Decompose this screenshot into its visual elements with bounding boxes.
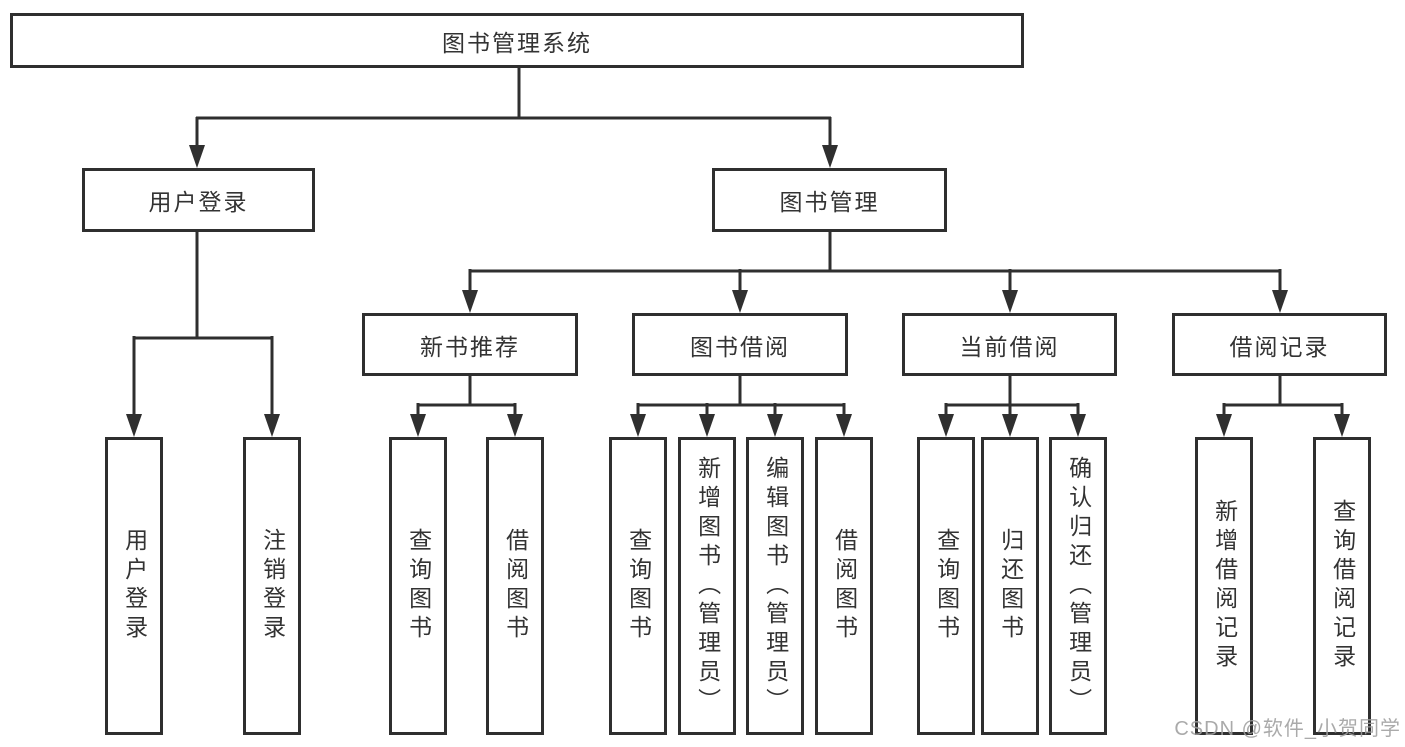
arrowhead-icon xyxy=(507,414,523,437)
arrowhead-icon xyxy=(630,414,646,437)
arrowhead-icon xyxy=(462,290,478,313)
arrowhead-icon xyxy=(938,414,954,437)
arrowhead-icon xyxy=(1216,414,1232,437)
connector-borrowing-records-to-leaves xyxy=(1216,374,1350,437)
leaf-borrow-books-recommend: 借阅图书 xyxy=(486,437,544,735)
node-current-borrowing: 当前借阅 xyxy=(902,313,1117,376)
connector-new-book-recommend-to-leaves xyxy=(410,374,523,437)
arrowhead-icon xyxy=(1002,290,1018,313)
leaf-borrow-books: 借阅图书 xyxy=(815,437,873,735)
arrowhead-icon xyxy=(189,145,205,168)
leaf-query-books-recommend: 查询图书 xyxy=(389,437,447,735)
leaf-confirm-return-admin: 确认归还（管理员） xyxy=(1049,437,1107,735)
connector-book-borrowing-to-leaves xyxy=(630,374,852,437)
leaf-query-borrow-record: 查询借阅记录 xyxy=(1313,437,1371,735)
arrowhead-icon xyxy=(767,414,783,437)
leaf-edit-books-admin: 编辑图书（管理员） xyxy=(746,437,804,735)
leaf-add-books-admin: 新增图书（管理员） xyxy=(678,437,736,735)
node-new-book-recommend: 新书推荐 xyxy=(362,313,578,376)
arrowhead-icon xyxy=(1002,414,1018,437)
leaf-add-borrow-record: 新增借阅记录 xyxy=(1195,437,1253,735)
node-book-management: 图书管理 xyxy=(712,168,947,232)
arrowhead-icon xyxy=(699,414,715,437)
arrowhead-icon xyxy=(126,414,142,437)
connector-current-borrowing-to-leaves xyxy=(938,374,1086,437)
arrowhead-icon xyxy=(410,414,426,437)
connector-user-login-to-leaves xyxy=(126,232,280,437)
watermark: CSDN @软件_小贺同学 xyxy=(1174,718,1401,740)
arrowhead-icon xyxy=(732,290,748,313)
connector-root-to-level2 xyxy=(189,66,838,168)
arrowhead-icon xyxy=(1334,414,1350,437)
node-user-login: 用户登录 xyxy=(82,168,315,232)
node-root-system: 图书管理系统 xyxy=(10,13,1024,68)
leaf-query-books-current: 查询图书 xyxy=(917,437,975,735)
node-book-borrowing: 图书借阅 xyxy=(632,313,848,376)
arrowhead-icon xyxy=(1272,290,1288,313)
arrowhead-icon xyxy=(264,414,280,437)
leaf-query-books-borrowing: 查询图书 xyxy=(609,437,667,735)
arrowhead-icon xyxy=(836,414,852,437)
arrowhead-icon xyxy=(1070,414,1086,437)
leaf-logout: 注销登录 xyxy=(243,437,301,735)
node-borrowing-records: 借阅记录 xyxy=(1172,313,1387,376)
arrowhead-icon xyxy=(822,145,838,168)
connector-book-management-to-level3 xyxy=(462,232,1288,313)
leaf-user-login: 用户登录 xyxy=(105,437,163,735)
leaf-return-books: 归还图书 xyxy=(981,437,1039,735)
